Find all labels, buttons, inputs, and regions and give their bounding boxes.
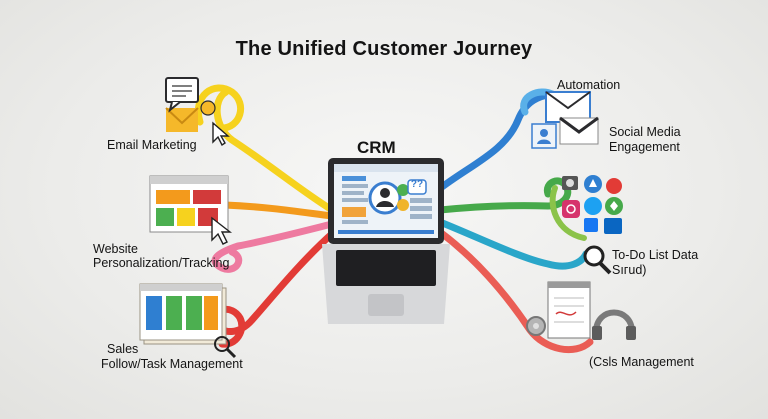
- gear-icon: [526, 316, 546, 336]
- social-loop: [549, 185, 587, 241]
- automation-envelope-dark-icon: [559, 116, 599, 145]
- laptop-icon: [322, 158, 450, 324]
- sales-label-line1: Sales: [107, 342, 139, 356]
- magnifier-icon: [214, 336, 237, 359]
- website-cursor-icon: [211, 216, 233, 245]
- person-badge-icon: [200, 100, 216, 116]
- sales-label-line2: Follow/Task Management: [101, 357, 243, 371]
- envelope-icon: [165, 107, 199, 132]
- automation-connector: [434, 90, 556, 194]
- email-connector: [213, 88, 336, 214]
- email-loop: [194, 84, 245, 132]
- cases-label: (Csls Management: [589, 355, 694, 369]
- todo-label-line1: To-Do List Data: [612, 248, 699, 262]
- website-label-line1: Website: [93, 242, 138, 256]
- website-connector-orange: [221, 201, 336, 220]
- chat-bubble-icon: [165, 77, 199, 113]
- social-connector: [436, 177, 572, 214]
- automation-user-icon: [531, 123, 557, 149]
- email-cursor-icon: [212, 121, 230, 147]
- website-connector-pink: [211, 220, 336, 273]
- page-title: The Unified Customer Journey: [235, 38, 533, 60]
- automation-label: Automation: [557, 78, 621, 92]
- social-label-line2: Engagement: [609, 140, 680, 154]
- crm-label: CRM: [357, 138, 396, 157]
- website-label-line2: Personalization/Tracking: [93, 256, 230, 270]
- headset-icon: [592, 309, 636, 340]
- social-icon-cluster: [562, 175, 623, 234]
- email-marketing-label: Email Marketing: [107, 138, 197, 152]
- todo-connector: [436, 218, 590, 270]
- todo-label-line2: Sıгud): [612, 263, 647, 277]
- social-label-line1: Social Media: [609, 125, 681, 139]
- notepad-icon: [547, 281, 591, 339]
- sales-document-stack-icon: [139, 283, 227, 345]
- todo-magnifier-icon: [583, 245, 612, 275]
- screen-speech-badge: ??: [410, 179, 424, 190]
- automation-envelope-icon: [545, 91, 591, 123]
